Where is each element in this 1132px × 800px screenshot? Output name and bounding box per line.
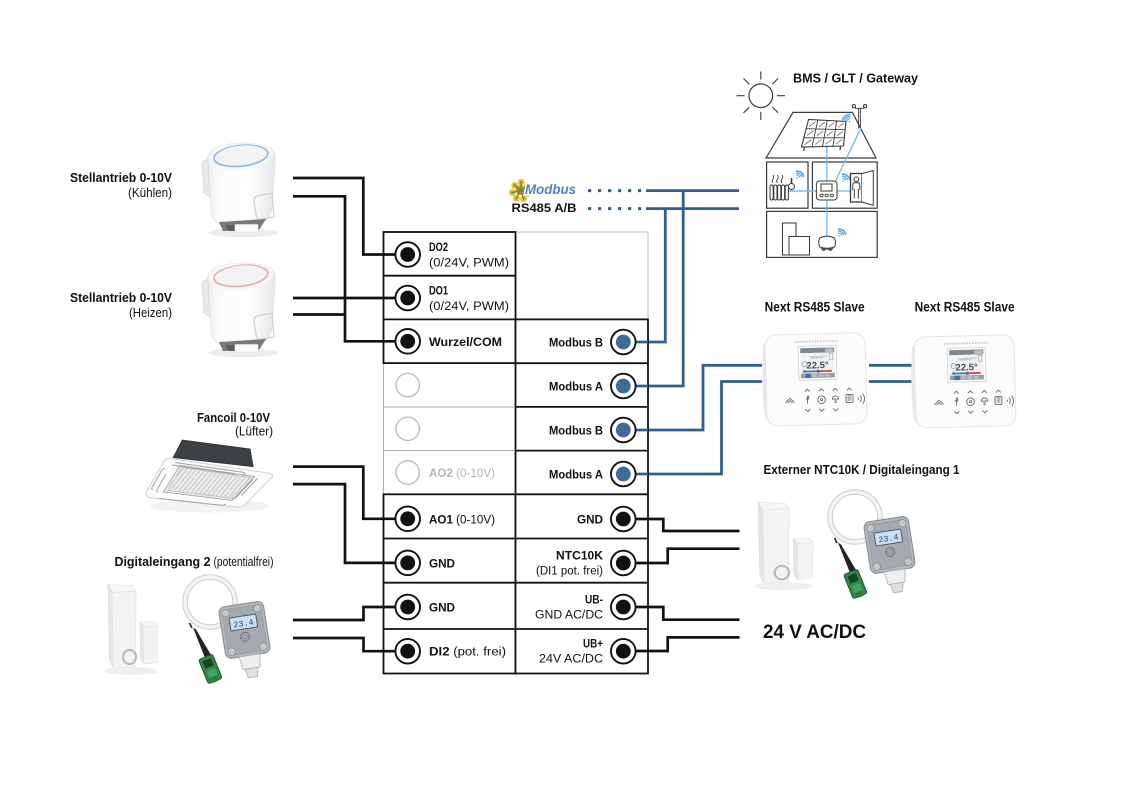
svg-text:Externer NTC10K / Digitaleinga: Externer NTC10K / Digitaleingang 1 — [764, 462, 960, 477]
svg-text:(Lüfter): (Lüfter) — [235, 425, 273, 439]
svg-text:GND AC/DC: GND AC/DC — [535, 610, 603, 622]
svg-text:Modbus A: Modbus A — [549, 382, 603, 394]
svg-text:Next RS485 Slave: Next RS485 Slave — [765, 300, 865, 315]
svg-text:24V AC/DC: 24V AC/DC — [539, 654, 603, 666]
svg-text:RS485 A/B: RS485 A/B — [512, 201, 577, 215]
svg-text:GND: GND — [429, 603, 455, 615]
svg-text:GND: GND — [429, 558, 455, 570]
svg-text:AO1 (0-10V): AO1 (0-10V) — [429, 514, 495, 526]
svg-text:DI2 (pot. frei): DI2 (pot. frei) — [429, 647, 506, 659]
svg-text:UB+: UB+ — [583, 639, 603, 651]
svg-text:DO2: DO2 — [429, 242, 448, 254]
svg-text:Stellantrieb 0-10V: Stellantrieb 0-10V — [70, 291, 173, 305]
svg-text:BMS / GLT / Gateway: BMS / GLT / Gateway — [793, 71, 919, 86]
svg-text:Modbus B: Modbus B — [549, 426, 603, 438]
svg-text:UB-: UB- — [585, 595, 603, 607]
svg-text:Fancoil 0-10V: Fancoil 0-10V — [197, 411, 271, 425]
svg-text:GND: GND — [577, 515, 603, 527]
svg-text:Modbus: Modbus — [525, 182, 576, 197]
svg-text:Wurzel/COM: Wurzel/COM — [429, 337, 502, 349]
svg-text:(potentialfrei): (potentialfrei) — [214, 555, 274, 569]
svg-text:NTC10K: NTC10K — [556, 551, 604, 563]
svg-text:(DI1 pot. frei): (DI1 pot. frei) — [536, 566, 603, 578]
svg-text:Modbus B: Modbus B — [549, 338, 603, 350]
svg-text:(0/24V, PWM): (0/24V, PWM) — [429, 301, 509, 313]
svg-text:Stellantrieb 0-10V: Stellantrieb 0-10V — [70, 171, 173, 185]
svg-text:(Kühlen): (Kühlen) — [128, 186, 172, 200]
svg-text:Digitaleingang 2: Digitaleingang 2 — [115, 554, 211, 569]
svg-text:Modbus A: Modbus A — [549, 470, 603, 482]
svg-text:Next RS485 Slave: Next RS485 Slave — [915, 300, 1015, 315]
svg-text:(Heizen): (Heizen) — [129, 306, 172, 320]
svg-text:AO2 (0-10V): AO2 (0-10V) — [429, 468, 495, 480]
svg-text:24 V AC/DC: 24 V AC/DC — [763, 621, 866, 643]
svg-text:DO1: DO1 — [429, 286, 448, 298]
svg-text:Modbus: Modbus — [525, 182, 576, 197]
svg-text:(0/24V, PWM): (0/24V, PWM) — [429, 258, 509, 270]
